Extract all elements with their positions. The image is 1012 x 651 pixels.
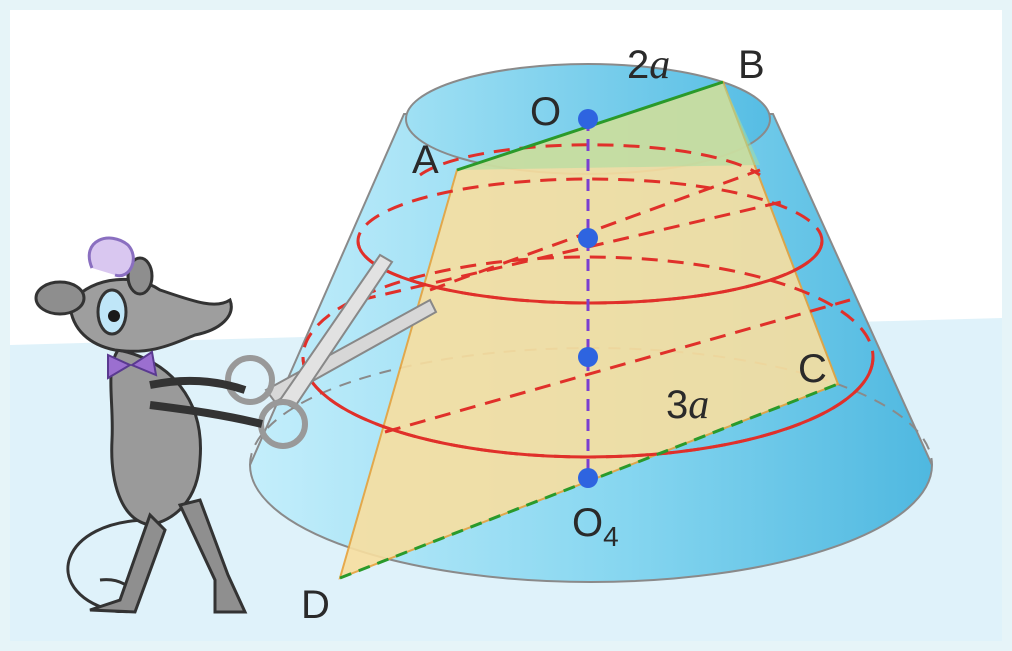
label-bottom-radius: 3a — [666, 382, 709, 428]
label-o4: O4 — [572, 501, 619, 552]
label-top-radius-num: 2 — [627, 43, 649, 87]
point-o — [578, 109, 598, 129]
point-o3 — [578, 347, 598, 367]
label-top-radius: 2a — [627, 42, 670, 88]
cut-diagonal-2 — [384, 298, 851, 434]
point-o4 — [578, 468, 598, 488]
mouse-character-icon — [34, 236, 263, 614]
label-bottom-radius-num: 3 — [666, 383, 688, 427]
label-o4-main: O — [572, 501, 603, 545]
cut-ring-top-hidden — [419, 143, 761, 177]
label-a: A — [412, 138, 439, 182]
label-o4-sub: 4 — [603, 521, 619, 552]
label-c: C — [798, 347, 827, 391]
cut-ring-2 — [301, 356, 875, 459]
label-top-radius-var: a — [649, 42, 670, 88]
label-bottom-radius-var: a — [688, 382, 709, 428]
cut-diagonal-3 — [429, 168, 761, 292]
label-b: B — [738, 43, 765, 87]
label-o: O — [530, 90, 561, 134]
cut-diagonal-1 — [359, 198, 791, 302]
point-o2 — [578, 228, 598, 248]
label-d: D — [301, 583, 330, 627]
